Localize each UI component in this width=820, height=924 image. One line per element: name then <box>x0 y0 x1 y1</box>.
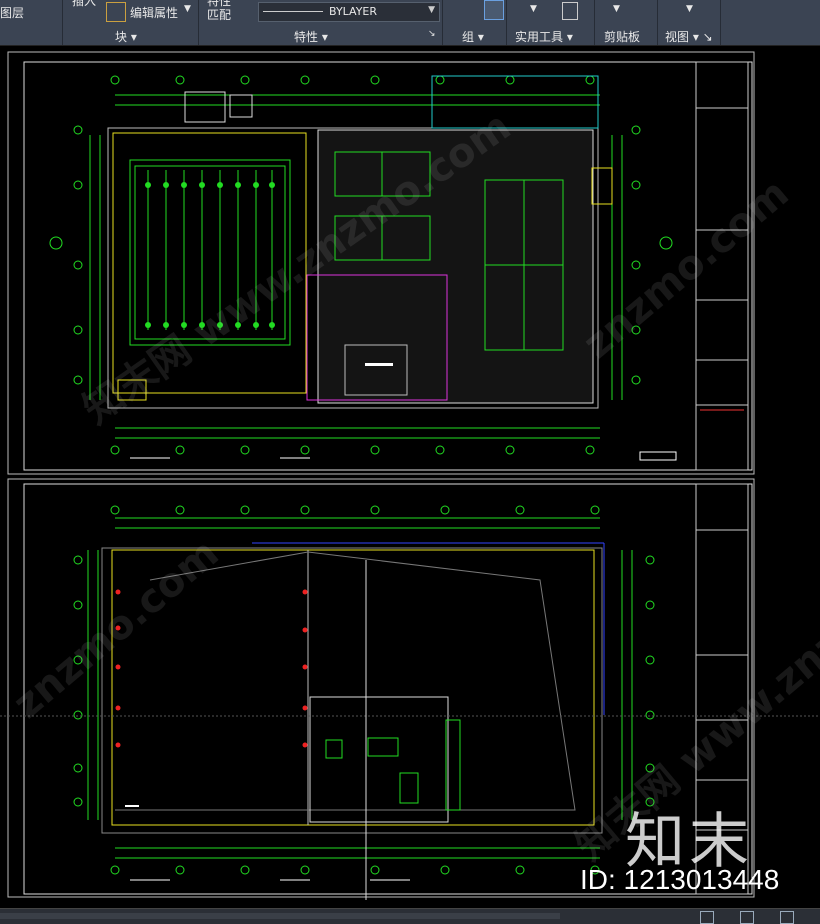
insert-button[interactable]: 插入 <box>72 0 97 8</box>
ribbon: 图层 插入 编辑属性 ▼ 块 ▾ 特性 匹配 BYLAYER ▼ 特性 ▾ ↘ … <box>0 0 820 46</box>
utilities-panel-label[interactable]: 实用工具 ▾ <box>515 30 573 44</box>
watermark-logo: 知末 <box>625 807 753 877</box>
properties-panel-label[interactable]: 特性 ▾ <box>294 30 328 44</box>
chevron-down-icon: ▼ <box>428 5 435 15</box>
clipboard-panel-label[interactable]: 剪贴板 <box>604 30 641 44</box>
edit-attribute-icon[interactable] <box>106 2 126 22</box>
ribbon-separator <box>594 0 595 45</box>
measure-dropdown-icon[interactable]: ▼ <box>530 4 537 14</box>
sheet-frame-top <box>7 51 755 475</box>
view-dropdown-icon[interactable]: ▼ <box>686 4 693 14</box>
paste-dropdown-icon[interactable]: ▼ <box>613 4 620 14</box>
match-properties-label-bottom[interactable]: 匹配 <box>207 8 232 22</box>
cad-drawing <box>0 51 820 900</box>
calculator-icon[interactable] <box>562 2 578 20</box>
properties-expand-icon[interactable]: ↘ <box>428 29 436 39</box>
view-panel-label[interactable]: 视图 ▾ ↘ <box>665 30 713 44</box>
title-block-top <box>695 61 749 471</box>
group-panel-label[interactable]: 组 ▾ <box>462 30 484 44</box>
ribbon-separator <box>442 0 443 45</box>
watermark-id: ID: 1213013448 <box>580 864 780 895</box>
status-icon[interactable] <box>740 911 754 924</box>
layers-button[interactable]: 图层 <box>0 6 25 20</box>
ribbon-separator <box>657 0 658 45</box>
sheet-frame-bottom <box>7 478 755 898</box>
ribbon-separator <box>506 0 507 45</box>
horizontal-scrollbar[interactable] <box>0 913 560 919</box>
match-properties-label-top[interactable]: 特性 <box>207 0 232 8</box>
sheet-border-top <box>23 61 753 471</box>
linetype-dropdown[interactable]: BYLAYER ▼ <box>258 2 440 22</box>
sheet-border-bottom <box>23 483 753 895</box>
ribbon-separator <box>720 0 721 45</box>
group-select-icon[interactable] <box>484 0 504 20</box>
edit-attribute-dropdown-icon[interactable]: ▼ <box>184 4 191 14</box>
block-panel-label[interactable]: 块 ▾ <box>115 30 137 44</box>
edit-attribute-button[interactable]: 编辑属性 <box>130 6 179 20</box>
linetype-preview-line <box>263 11 323 12</box>
linetype-value: BYLAYER <box>329 5 378 18</box>
status-icon[interactable] <box>700 911 714 924</box>
title-block-bottom <box>695 483 749 895</box>
status-icon[interactable] <box>780 911 794 924</box>
ribbon-separator <box>198 0 199 45</box>
status-bar <box>0 908 820 924</box>
ribbon-separator <box>62 0 63 45</box>
drawing-canvas[interactable]: 知末网 www.znzmo.com znzmo.com znzmo.com 知末… <box>0 46 820 908</box>
